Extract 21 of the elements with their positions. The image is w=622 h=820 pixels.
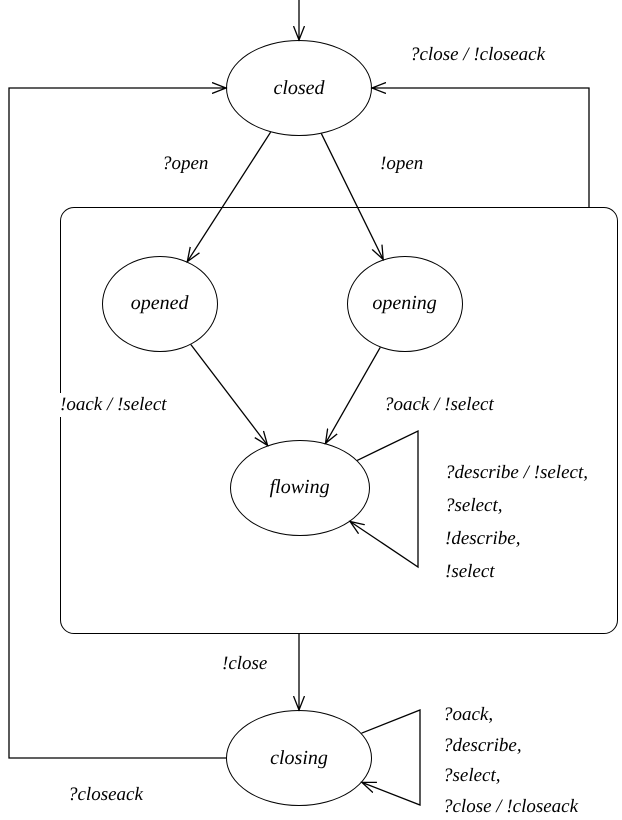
transition-arrow [349,430,419,568]
state-name: opening [372,292,437,316]
state-ellipse [226,710,372,806]
transition-arrow [292,0,306,41]
transition-arrow [361,709,421,806]
state-name: closing [270,746,328,770]
transition-arrow [324,347,381,444]
transition-arrow [320,133,384,260]
edge-label: !oack / !select [60,393,167,417]
transition-arrow [371,82,590,207]
state-name: closed [273,76,325,100]
state-ellipse [226,40,372,136]
transition-arrow [8,82,227,759]
transition-arrow [190,344,268,446]
state-ellipse [346,256,463,352]
state-name: opened [130,292,188,316]
state-ellipse [230,440,370,536]
state-ellipse [102,256,218,352]
state-name: flowing [270,476,330,500]
transition-arrow [186,132,272,262]
transition-arrow [292,634,306,711]
